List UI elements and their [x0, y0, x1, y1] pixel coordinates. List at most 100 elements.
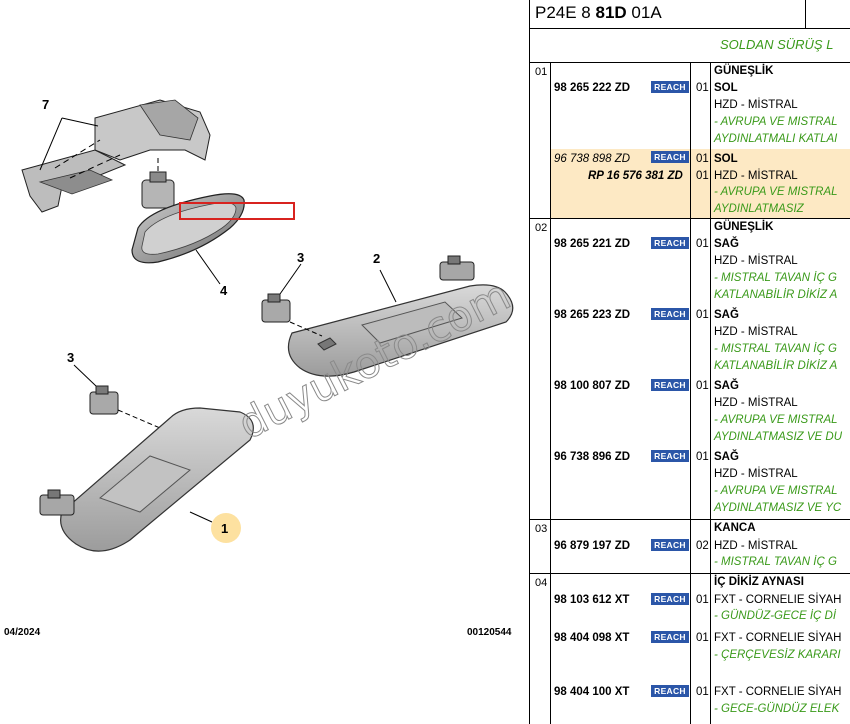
diagram-date: 04/2024: [4, 627, 41, 638]
part-note: AYDINLATMASIZ VE DU: [714, 431, 843, 443]
reach-badge: REACH: [651, 593, 689, 605]
parts-diagram: 7 4 3 2 3 1 duyukoto.com 04/2024 0012054…: [4, 97, 518, 638]
callout-2: 2: [373, 251, 380, 266]
part-number[interactable]: 96 738 898 ZD: [554, 153, 631, 165]
part-side: SOL: [714, 82, 738, 94]
part-spec: FXT - CORNELIE SİYAH: [714, 686, 842, 698]
part-note: - AVRUPA VE MISTRAL: [714, 186, 838, 198]
right-sun-visor-part: [287, 255, 514, 377]
part-spec: FXT - CORNELIE SİYAH: [714, 632, 842, 644]
part-qty: 01: [696, 451, 709, 463]
part-spec: HZD - MİSTRAL: [714, 99, 798, 111]
part-note: - MISTRAL TAVAN İÇ G: [714, 343, 837, 355]
part-note: - AVRUPA VE MISTRAL: [714, 116, 838, 128]
callout-3-lower: 3: [67, 350, 74, 365]
reach-badge: REACH: [651, 685, 689, 697]
reach-badge: REACH: [651, 631, 689, 643]
part-spec: FXT - CORNELIE SİYAH: [714, 594, 842, 606]
part-side: SAĞ: [714, 451, 739, 463]
part-number[interactable]: 96 738 896 ZD: [554, 451, 631, 463]
reach-badge: REACH: [651, 308, 689, 320]
part-note: KATLANABİLİR DİKİZ A: [714, 360, 838, 372]
divider: [529, 0, 530, 724]
part-note: - GECE-GÜNDÜZ ELEK: [714, 703, 840, 715]
group-number: 04: [535, 577, 548, 589]
group-02: 02 GÜNEŞLİK 98 265 221 ZD REACH 01 SAĞ H…: [530, 218, 850, 520]
rear-view-mirror-part: [131, 193, 245, 285]
part-number[interactable]: 98 404 100 XT: [554, 686, 630, 698]
diagram-illustration: 7 4 3 2 3 1 duyukoto.com: [21, 97, 518, 552]
part-qty: 01: [696, 238, 709, 250]
part-qty: 01: [696, 380, 709, 392]
reach-badge: REACH: [651, 237, 689, 249]
group-04: 04 İÇ DİKİZ AYNASI 98 103 612 XT REACH 0…: [530, 573, 850, 724]
part-number[interactable]: 98 100 807 ZD: [554, 380, 631, 392]
reach-badge: REACH: [651, 151, 689, 163]
part-spec: HZD - MİSTRAL: [714, 326, 798, 338]
header-separator: [805, 0, 806, 28]
part-qty: 02: [696, 540, 709, 552]
part-side: SAĞ: [714, 238, 739, 250]
part-number[interactable]: 98 265 223 ZD: [554, 309, 631, 321]
part-note: - ÇERÇEVESİZ KARARI: [714, 649, 841, 661]
part-qty: 01: [696, 170, 709, 182]
part-note: AYDINLATMALI KATLAI: [714, 133, 838, 145]
reach-badge: REACH: [651, 379, 689, 391]
group-title: GÜNEŞLİK: [714, 221, 774, 233]
highlight-box: [179, 202, 295, 220]
part-note: - AVRUPA VE MISTRAL: [714, 485, 838, 497]
part-spec: HZD - MİSTRAL: [714, 468, 798, 480]
part-spec: HZD - MİSTRAL: [714, 397, 798, 409]
part-qty: 01: [696, 153, 709, 165]
mirror-mount-part: [141, 158, 175, 209]
part-side: SOL: [714, 153, 738, 165]
group-number: 01: [535, 66, 548, 78]
group-title: GÜNEŞLİK: [714, 65, 774, 77]
part-spec: HZD - MİSTRAL: [714, 170, 798, 182]
reach-badge: REACH: [651, 450, 689, 462]
hook-clip-lower-part: [73, 364, 161, 429]
diagram-ref: 00120544: [467, 627, 512, 638]
catalog-header: P24E 8 81D 01A: [530, 0, 850, 29]
replacement-part-number[interactable]: RP 16 576 381 ZD: [588, 170, 683, 182]
callout-1: 1: [221, 521, 228, 536]
callout-3-upper: 3: [297, 250, 304, 265]
part-note: - MISTRAL TAVAN İÇ G: [714, 556, 837, 568]
group-03: 03 KANCA 96 879 197 ZD REACH 02 HZD - Mİ…: [530, 519, 850, 574]
group-title: KANCA: [714, 522, 756, 534]
part-number[interactable]: 96 879 197 ZD: [554, 540, 631, 552]
part-number[interactable]: 98 265 221 ZD: [554, 238, 631, 250]
part-note: - MISTRAL TAVAN İÇ G: [714, 272, 837, 284]
part-note: AYDINLATMASIZ VE YC: [714, 502, 842, 514]
callout-1-highlight: [211, 513, 241, 543]
part-note: - GÜNDÜZ-GECE İÇ Dİ: [714, 610, 837, 622]
part-number[interactable]: 98 103 612 XT: [554, 594, 630, 606]
callout-7: 7: [42, 97, 49, 112]
part-qty: 01: [696, 686, 709, 698]
part-note: KATLANABİLİR DİKİZ A: [714, 289, 838, 301]
drive-side-label: SOLDAN SÜRÜŞ L: [720, 37, 834, 52]
left-sun-visor-part: [39, 407, 254, 552]
part-note: AYDINLATMASIZ: [714, 203, 804, 215]
group-title: İÇ DİKİZ AYNASI: [714, 576, 804, 588]
highlighted-part-row: [551, 149, 850, 218]
part-qty: 01: [696, 594, 709, 606]
mirror-housing-part: [21, 99, 211, 213]
part-number[interactable]: 98 265 222 ZD: [554, 82, 631, 94]
part-note: - AVRUPA VE MISTRAL: [714, 414, 838, 426]
part-spec: HZD - MİSTRAL: [714, 540, 798, 552]
catalog-subheader: SOLDAN SÜRÜŞ L: [530, 28, 850, 63]
group-01: 01 GÜNEŞLİK 98 265 222 ZD REACH 01 SOL H…: [530, 62, 850, 219]
part-side: SAĞ: [714, 309, 739, 321]
reach-badge: REACH: [651, 81, 689, 93]
hook-clip-upper-part: [261, 263, 323, 337]
reach-badge: REACH: [651, 539, 689, 551]
part-number[interactable]: 98 404 098 XT: [554, 632, 630, 644]
part-spec: HZD - MİSTRAL: [714, 255, 798, 267]
part-qty: 01: [696, 82, 709, 94]
part-qty: 01: [696, 309, 709, 321]
part-qty: 01: [696, 632, 709, 644]
catalog-code: P24E 8 81D 01A: [535, 3, 662, 22]
group-number: 03: [535, 523, 548, 535]
group-number: 02: [535, 222, 548, 234]
